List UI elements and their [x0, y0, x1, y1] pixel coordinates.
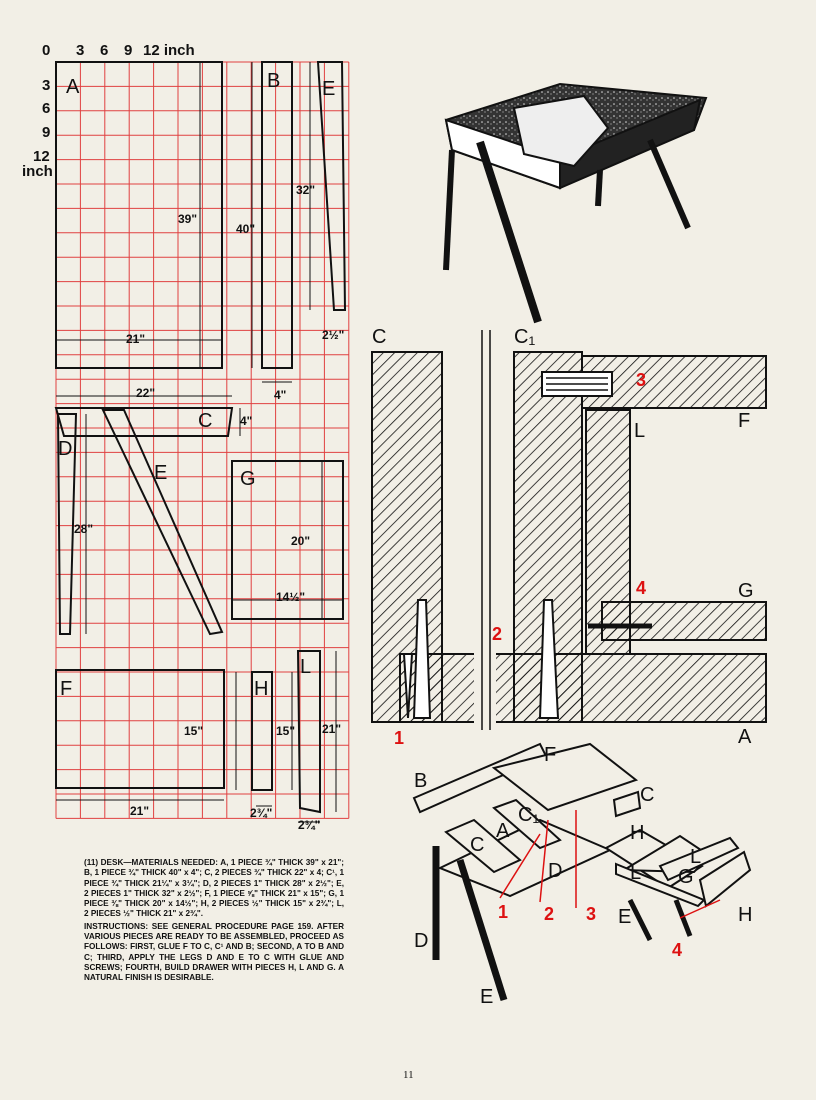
detail-callout-1: 1 — [394, 728, 405, 748]
instructions-title: INSTRUCTIONS: — [84, 921, 149, 931]
exploded-label-d-small: D — [548, 860, 563, 882]
piece-l-height: 21" — [322, 722, 342, 736]
piece-a-outline — [55, 61, 223, 369]
detail-label-c: C — [372, 326, 387, 348]
scale-unit: inch — [22, 163, 53, 180]
piece-e-top-height: 32" — [296, 183, 316, 197]
piece-h-height: 15" — [276, 724, 296, 738]
piece-b-outline — [261, 61, 293, 369]
exploded-callout-1: 1 — [498, 902, 509, 922]
scale-tick-6: 6 — [100, 42, 109, 59]
piece-b-height: 40" — [236, 222, 256, 236]
caption-materials: —MATERIALS NEEDED: A, 1 PIECE ¾" THICK 3… — [84, 858, 344, 919]
piece-e-label: E — [154, 462, 168, 484]
exploded-label-b: B — [414, 770, 428, 792]
piece-l-width: 2¾" — [298, 818, 321, 832]
exploded-callout-4: 4 — [672, 940, 683, 960]
piece-f-width: 21" — [130, 804, 150, 818]
scale-tick-3: 3 — [76, 42, 85, 59]
scale-left-12: 12 — [33, 148, 50, 165]
piece-h-label: H — [254, 678, 269, 700]
detail-label-c1: C₁ — [514, 326, 536, 348]
scale-left-3: 3 — [42, 77, 51, 94]
piece-h-width: 2¾" — [250, 806, 273, 820]
dimension-lines — [56, 62, 343, 823]
piece-a-label: A — [66, 76, 80, 98]
section-detail — [371, 330, 767, 730]
piece-d-outline — [56, 413, 78, 635]
detail-label-a: A — [738, 726, 752, 748]
piece-f-height: 15" — [184, 724, 204, 738]
exploded-label-c-left: C — [470, 834, 485, 856]
project-caption: (11) DESK—MATERIALS NEEDED: A, 1 PIECE ¾… — [84, 858, 344, 986]
instructions-text: SEE GENERAL PROCEDURE PAGE 159. AFTER VA… — [84, 921, 345, 983]
caption-number: (11) — [84, 858, 99, 867]
piece-e-top-label: E — [322, 78, 336, 100]
exploded-label-e-drawer: E — [618, 906, 632, 928]
scale-tick-0: 0 — [42, 42, 51, 59]
exploded-view — [412, 742, 752, 1002]
exploded-label-l-bottom: L — [630, 862, 642, 884]
piece-l-label: L — [300, 656, 312, 678]
piece-g-label: G — [240, 468, 256, 490]
scale-tick-9: 9 — [124, 42, 133, 59]
exploded-label-f: F — [544, 744, 557, 766]
instructions-paragraph: INSTRUCTIONS: SEE GENERAL PROCEDURE PAGE… — [84, 922, 344, 984]
piece-e-outline — [101, 409, 224, 636]
piece-g-outline — [231, 460, 344, 620]
piece-d-label: D — [58, 438, 73, 460]
piece-a-width: 21" — [126, 332, 146, 346]
piece-e-top-outline — [316, 61, 347, 311]
detail-callout-3: 3 — [636, 370, 647, 390]
exploded-label-c-right: C — [640, 784, 655, 806]
piece-l-outline — [296, 650, 321, 814]
exploded-callout-3: 3 — [586, 904, 597, 924]
piece-a-height: 39" — [178, 212, 198, 226]
exploded-label-e-leg: E — [480, 986, 494, 1008]
piece-c-width: 22" — [136, 386, 156, 400]
piece-e-top-width: 2½" — [322, 328, 345, 342]
piece-h-outline — [251, 671, 273, 791]
pattern-grid — [55, 61, 350, 819]
piece-c-outline — [54, 407, 234, 437]
detail-label-g: G — [738, 580, 754, 602]
scale-tick-12: 12 inch — [143, 42, 195, 59]
exploded-label-l-top: L — [690, 846, 702, 868]
detail-label-f: F — [738, 410, 751, 432]
piece-f-label: F — [60, 678, 73, 700]
piece-g-height: 20" — [291, 534, 311, 548]
pattern-outlines — [54, 61, 347, 814]
piece-b-width: 4" — [274, 388, 287, 402]
materials-paragraph: (11) DESK—MATERIALS NEEDED: A, 1 PIECE ¾… — [84, 858, 344, 920]
detail-label-l: L — [634, 420, 646, 442]
exploded-label-c1: C₁ — [518, 804, 540, 826]
piece-f-outline — [55, 669, 225, 789]
exploded-label-a: A — [496, 820, 510, 842]
exploded-label-g: G — [678, 866, 694, 888]
exploded-label-d-leg: D — [414, 930, 429, 952]
detail-callout-4: 4 — [636, 578, 647, 598]
scale-left-9: 9 — [42, 124, 51, 141]
exploded-callout-2: 2 — [544, 904, 555, 924]
page-number: 11 — [403, 1069, 414, 1081]
detail-callout-2: 2 — [492, 624, 503, 644]
piece-c-height: 4" — [240, 414, 253, 428]
scale-left-6: 6 — [42, 100, 51, 117]
desk-illustration — [443, 82, 708, 324]
exploded-label-h-top: H — [630, 822, 645, 844]
piece-c-label: C — [198, 410, 213, 432]
piece-g-width: 14½" — [276, 590, 306, 604]
piece-b-label: B — [267, 70, 281, 92]
exploded-label-h-right: H — [738, 904, 753, 926]
caption-title: DESK — [100, 858, 124, 867]
piece-d-height: 28" — [74, 522, 94, 536]
